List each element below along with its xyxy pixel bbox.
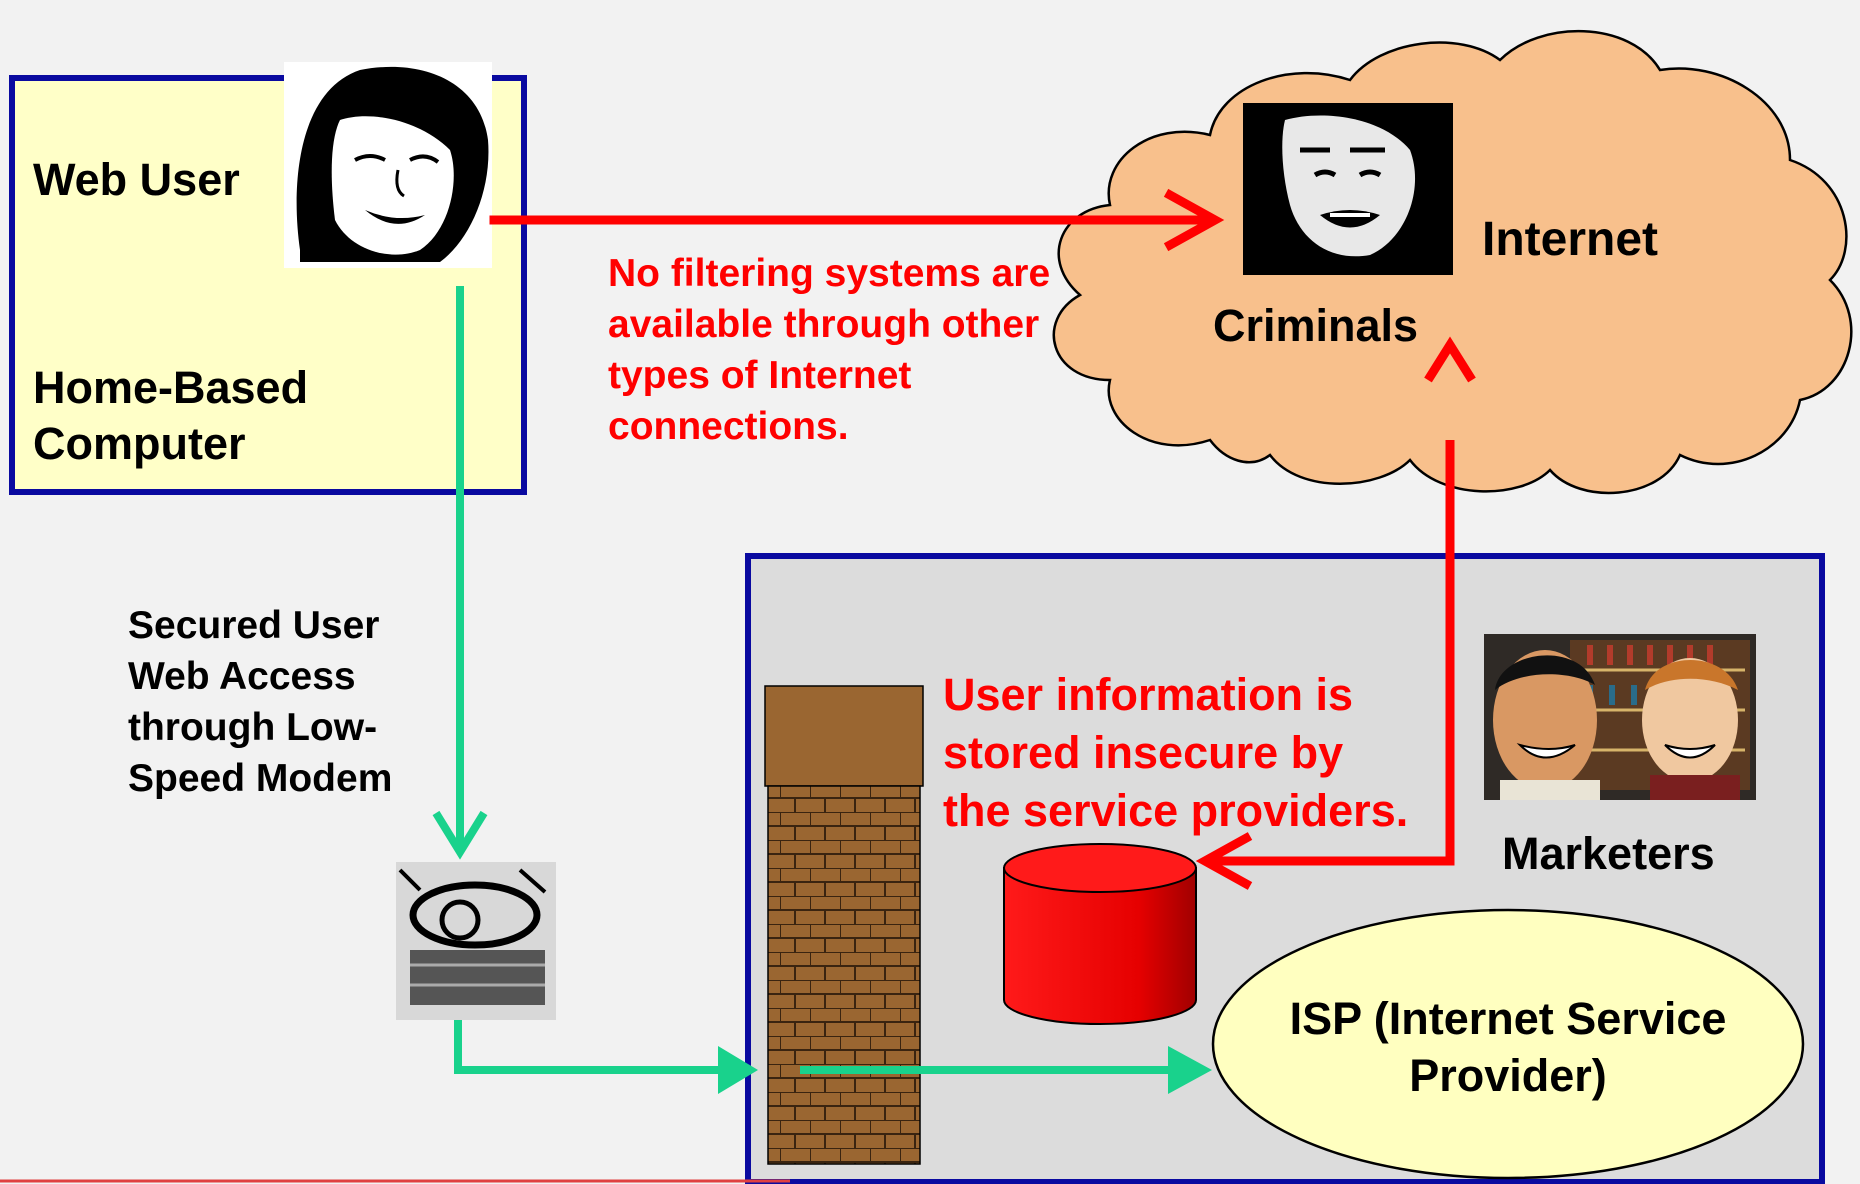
caption-line: stored insecure by (943, 727, 1344, 778)
web-user-label: Web User (33, 154, 240, 205)
home-based-line-1: Home-Based (33, 362, 309, 413)
home-based-label: Home-Based Computer (33, 360, 308, 473)
red-arrow-database-to-internet (1195, 336, 1476, 890)
caption-line: through Low- (128, 706, 378, 749)
modem-phone-picture (396, 862, 556, 1020)
caption-line: available through other (608, 303, 1040, 346)
insecure-storage-caption: User information is stored insecure by t… (943, 666, 1408, 840)
red-arrow-user-to-internet (489, 188, 1225, 252)
no-filtering-caption: No filtering systems are available throu… (608, 248, 1050, 452)
criminal-portrait (1243, 103, 1453, 275)
modem-link-caption: Secured User Web Access through Low- Spe… (128, 600, 392, 804)
green-arrow-modem-to-firewall (454, 1020, 728, 1074)
firewall (764, 685, 924, 1165)
caption-line: Speed Modem (128, 757, 393, 800)
caption-line: No filtering systems are (608, 252, 1051, 295)
caption-line: Web Access (128, 655, 356, 698)
isp-label: ISP (Internet Service Provider) (1213, 990, 1803, 1104)
caption-line: types of Internet (608, 354, 912, 397)
user-database-icon (1003, 843, 1197, 1025)
isp-line-2: Provider) (1409, 1050, 1607, 1101)
green-arrowhead-firewall (718, 1046, 758, 1094)
caption-line: connections. (608, 405, 849, 448)
isp-line-1: ISP (Internet Service (1289, 993, 1727, 1044)
isp-ellipse (1211, 908, 1805, 1180)
caption-line: User information is (943, 669, 1354, 720)
marketers-label: Marketers (1502, 828, 1715, 879)
caption-line: the service providers. (943, 785, 1409, 836)
web-user-portrait (284, 62, 492, 268)
home-based-line-2: Computer (33, 418, 246, 470)
marketers-picture (1484, 634, 1756, 800)
green-arrowhead-isp (1168, 1046, 1212, 1094)
caption-line: Secured User (128, 604, 380, 647)
criminals-label: Criminals (1213, 300, 1419, 351)
internet-label: Internet (1482, 213, 1659, 266)
green-arrow-user-to-modem (432, 286, 488, 860)
